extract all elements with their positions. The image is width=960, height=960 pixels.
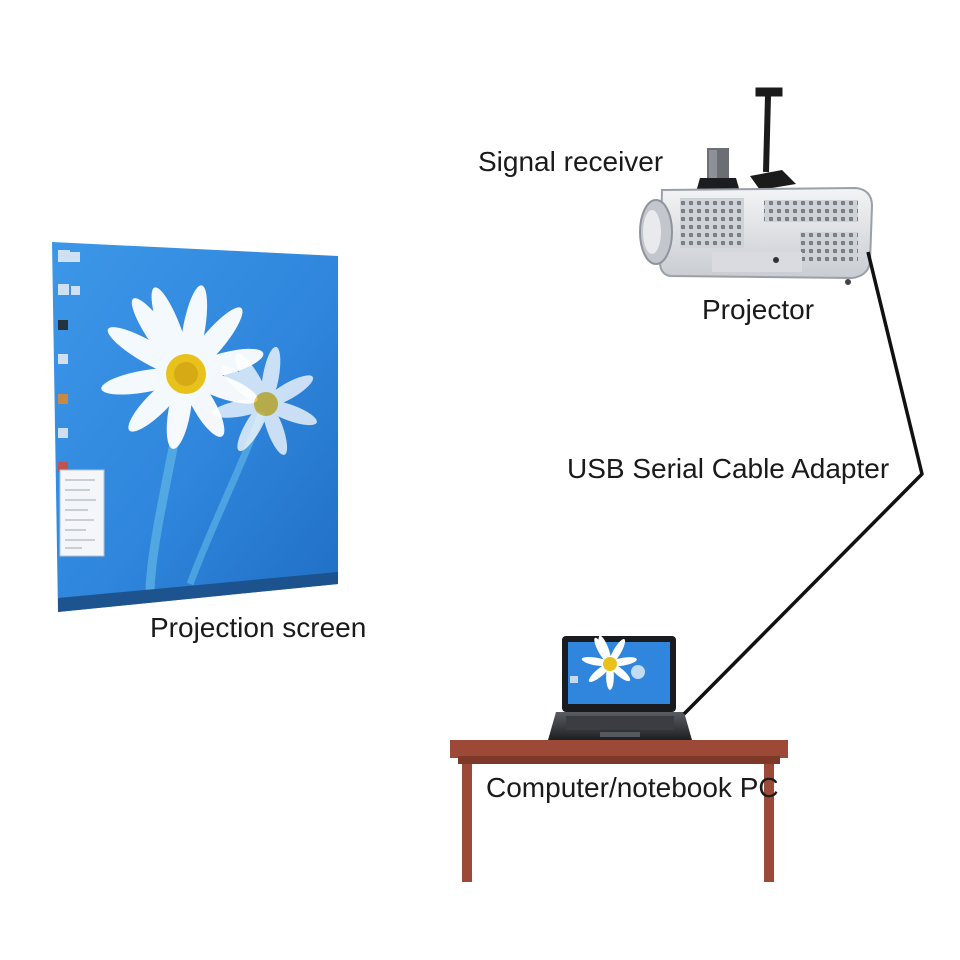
cable-label: USB Serial Cable Adapter <box>567 453 890 484</box>
projection-screen-label: Projection screen <box>150 612 367 643</box>
desktop-icons <box>58 250 80 472</box>
table-icon <box>450 740 788 882</box>
computer-label: Computer/notebook PC <box>486 772 779 803</box>
projector-icon <box>639 186 874 285</box>
laptop-wallpaper-daisy <box>581 635 637 690</box>
laptop-icon <box>548 635 692 740</box>
start-menu-popup <box>59 469 105 557</box>
desktop-taskbar <box>58 572 338 612</box>
projection-screen-image <box>52 242 338 612</box>
ceiling-mount <box>750 87 796 190</box>
daisy-flower-large <box>101 285 264 449</box>
usb-serial-cable <box>682 251 924 716</box>
signal-receiver-icon <box>696 148 740 192</box>
daisy-flower-small <box>212 346 317 455</box>
signal-receiver-label: Signal receiver <box>478 146 664 177</box>
start-menu-lines <box>65 479 96 549</box>
projector-label: Projector <box>702 294 815 325</box>
